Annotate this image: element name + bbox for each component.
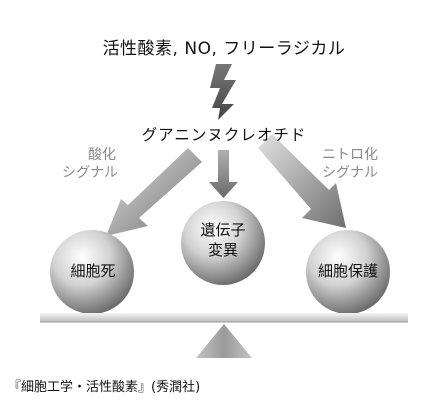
gene-mutation-ball: [181, 201, 265, 285]
lightning-bolt-icon: [210, 64, 236, 120]
source-caption: 『細胞工学・活性酸素』(秀潤社): [8, 380, 201, 395]
cell-death-label: 細胞死: [70, 262, 116, 280]
cell-protection-label: 細胞保護: [317, 262, 378, 280]
cell-protection-ball: [306, 230, 390, 314]
balance-beam: [40, 313, 408, 322]
reactive-species-label: 活性酸素, NO, フリーラジカル: [102, 39, 346, 59]
guanine-nucleotide-label: グアニンヌクレオチド: [141, 126, 307, 144]
gene-mutation-label-line1: 遺伝子: [200, 221, 246, 239]
cell-death-ball: [50, 230, 134, 314]
nitration-arrow: [258, 134, 346, 228]
nitration-signal-label-line1: ニトロ化: [322, 147, 378, 163]
fulcrum: [196, 324, 252, 358]
oxidation-signal-label-line1: 酸化: [88, 147, 116, 163]
oxidation-arrow: [106, 148, 202, 236]
nitration-signal-label-line2: シグナル: [322, 165, 378, 181]
gene-mutation-label-line2: 変異: [207, 241, 238, 259]
mutation-arrow: [209, 150, 238, 198]
oxidation-signal-label-line2: シグナル: [62, 165, 118, 181]
